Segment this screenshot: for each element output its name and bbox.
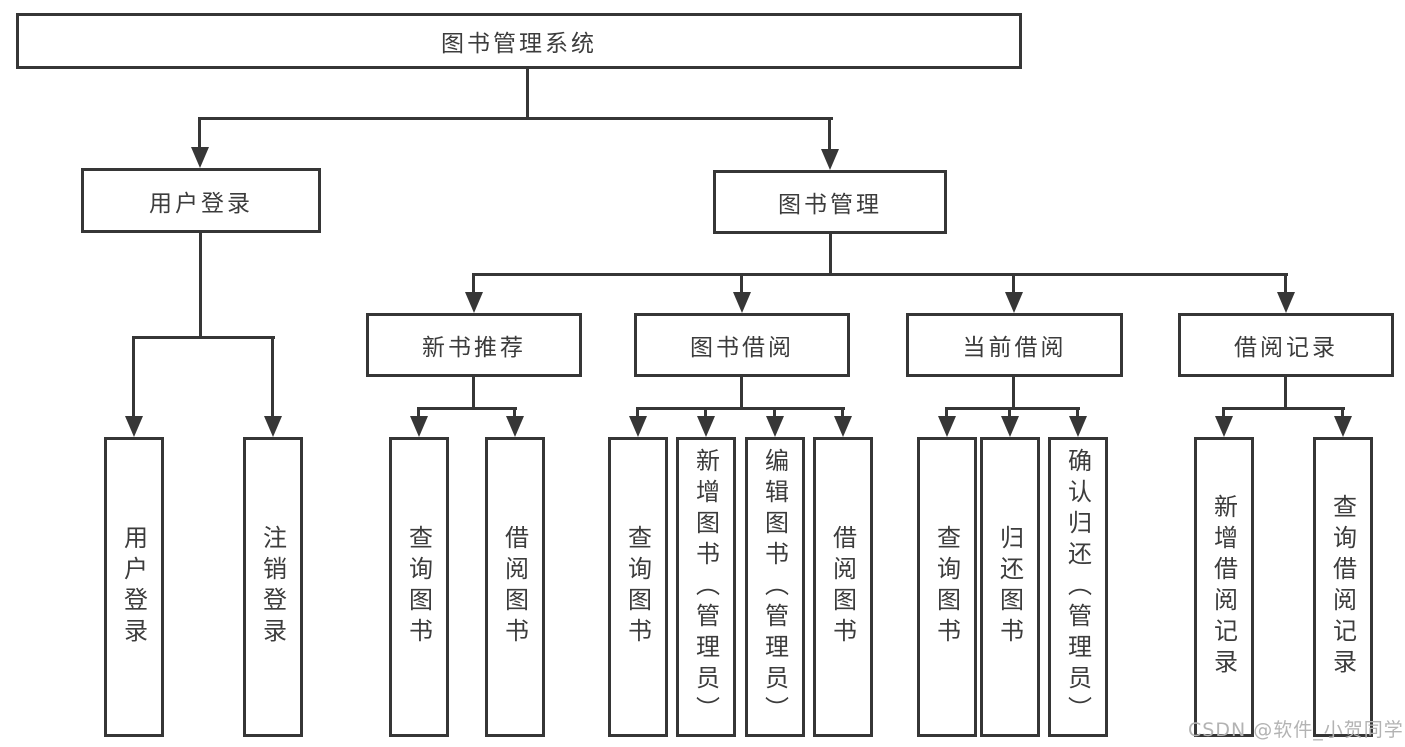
- node-book-management: 图书管理: [713, 170, 947, 234]
- arrowhead-icon: [1001, 416, 1019, 437]
- leaf-edit-books-admin: 编辑图书（管理员）: [745, 437, 805, 737]
- leaf-label: 归还图书: [995, 525, 1024, 649]
- leaf-add-borrow-record: 新增借阅记录: [1194, 437, 1254, 737]
- arrowhead-icon: [1277, 292, 1295, 313]
- leaf-label: 新增借阅记录: [1209, 494, 1238, 680]
- leaf-add-books-admin: 新增图书（管理员）: [676, 437, 736, 737]
- connector-current-borrow-stem: [1012, 377, 1015, 409]
- leaf-user-login: 用户登录: [104, 437, 164, 737]
- connector-drop: [1284, 273, 1287, 295]
- connector-root-stem: [526, 69, 529, 119]
- leaf-return-books: 归还图书: [980, 437, 1040, 737]
- connector-drop: [1341, 407, 1344, 421]
- connector-rail-current-borrow: [945, 407, 1080, 410]
- leaf-logout: 注销登录: [243, 437, 303, 737]
- arrowhead-icon: [733, 292, 751, 313]
- arrowhead-icon: [1005, 292, 1023, 313]
- leaf-label: 查询图书: [932, 525, 961, 649]
- connector-drop: [132, 336, 135, 420]
- leaf-confirm-return-admin: 确认归还（管理员）: [1048, 437, 1108, 737]
- connector-borrow-records-stem: [1284, 377, 1287, 409]
- connector-book-mgmt-stem: [829, 233, 832, 275]
- node-user-login: 用户登录: [81, 168, 321, 233]
- arrowhead-icon: [1215, 416, 1233, 437]
- arrowhead-icon: [834, 416, 852, 437]
- connector-drop: [1222, 407, 1225, 421]
- connector-drop: [740, 273, 743, 295]
- connector-drop: [636, 407, 639, 421]
- node-library-system: 图书管理系统: [16, 13, 1022, 69]
- leaf-label: 借阅图书: [500, 525, 529, 649]
- connector-drop: [704, 407, 707, 421]
- connector-level2-rail: [198, 117, 833, 120]
- connector-drop: [773, 407, 776, 421]
- leaf-borrow-books: 借阅图书: [813, 437, 873, 737]
- connector-new-book-stem: [472, 377, 475, 409]
- arrowhead-icon: [1069, 416, 1087, 437]
- arrowhead-icon: [410, 416, 428, 437]
- leaf-label: 查询图书: [623, 525, 652, 649]
- node-new-book-recommend: 新书推荐: [366, 313, 582, 377]
- connector-drop: [513, 407, 516, 421]
- connector-rail-new-book: [417, 407, 517, 410]
- arrowhead-icon: [938, 416, 956, 437]
- arrowhead-icon: [821, 149, 839, 170]
- connector-rail-borrow-records: [1222, 407, 1345, 410]
- connector-level3-rail: [472, 273, 1288, 276]
- arrowhead-icon: [1334, 416, 1352, 437]
- connector-rail-book-borrow: [636, 407, 845, 410]
- leaf-label: 新增图书（管理员）: [691, 447, 720, 727]
- arrowhead-icon: [697, 416, 715, 437]
- arrowhead-icon: [766, 416, 784, 437]
- connector-drop: [472, 273, 475, 295]
- connector-drop: [198, 117, 201, 150]
- leaf-query-books-recommend: 查询图书: [389, 437, 449, 737]
- node-borrow-records: 借阅记录: [1178, 313, 1394, 377]
- arrowhead-icon: [125, 416, 143, 437]
- leaf-label: 查询图书: [404, 525, 433, 649]
- arrowhead-icon: [191, 147, 209, 168]
- leaf-label: 确认归还（管理员）: [1063, 447, 1092, 727]
- connector-drop: [828, 117, 831, 152]
- leaf-query-books-current: 查询图书: [917, 437, 977, 737]
- arrowhead-icon: [506, 416, 524, 437]
- connector-user-login-stem: [199, 232, 202, 339]
- leaf-query-borrow-record: 查询借阅记录: [1313, 437, 1373, 737]
- connector-drop: [945, 407, 948, 421]
- leaf-label: 查询借阅记录: [1328, 494, 1357, 680]
- arrowhead-icon: [465, 292, 483, 313]
- leaf-label: 借阅图书: [828, 525, 857, 649]
- arrowhead-icon: [264, 416, 282, 437]
- leaf-borrow-books-recommend: 借阅图书: [485, 437, 545, 737]
- connector-drop: [417, 407, 420, 421]
- leaf-label: 注销登录: [258, 525, 287, 649]
- leaf-label: 编辑图书（管理员）: [760, 447, 789, 727]
- node-book-borrowing: 图书借阅: [634, 313, 850, 377]
- leaf-label: 用户登录: [119, 525, 148, 649]
- arrowhead-icon: [629, 416, 647, 437]
- connector-drop: [1012, 273, 1015, 295]
- connector-book-borrow-stem: [740, 377, 743, 409]
- connector-rail-user-login: [132, 336, 275, 339]
- connector-drop: [841, 407, 844, 421]
- leaf-query-books-borrowing: 查询图书: [608, 437, 668, 737]
- connector-drop: [1008, 407, 1011, 421]
- node-current-borrowing: 当前借阅: [906, 313, 1123, 377]
- csdn-watermark: CSDN @软件_小贺同学: [1188, 719, 1404, 741]
- connector-drop: [1076, 407, 1079, 421]
- connector-drop: [271, 336, 274, 420]
